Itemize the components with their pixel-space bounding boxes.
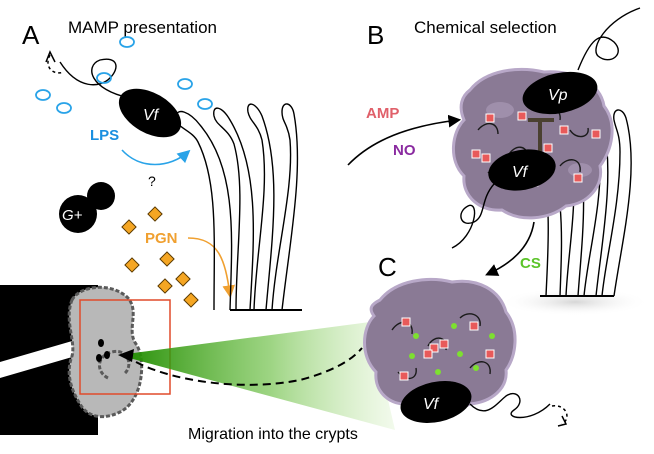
lps-arrow (121, 149, 191, 166)
cs-arrow (485, 221, 535, 276)
panel-a-letter: A (22, 20, 40, 50)
panel-b-title: Chemical selection (414, 18, 557, 37)
crypt-entry-marker (118, 349, 134, 362)
vp-label: Vp (548, 87, 568, 104)
migration-path (135, 347, 363, 386)
migration-beam (118, 322, 395, 430)
panel-c-letter: C (378, 252, 397, 282)
chevron-inhibit-icon (528, 118, 554, 152)
flagellum-vp (577, 7, 641, 71)
panel-a-title: MAMP presentation (68, 18, 217, 37)
question-mark: ? (148, 173, 156, 189)
flagellum-vf-b (451, 183, 495, 249)
amp-label: AMP (366, 105, 399, 122)
cs-particles-c (409, 323, 495, 389)
gplus-label: G+ (62, 207, 83, 224)
flagellum-icon (59, 58, 131, 99)
pgn-diamonds (121, 206, 199, 308)
lps-rings (35, 36, 213, 114)
vf-cell-a (118, 88, 182, 138)
pgn-label: PGN (145, 230, 178, 247)
organ-inner-fold (98, 349, 131, 380)
gram-positive-cell-a (87, 182, 115, 210)
vf-label-b: Vf (512, 164, 529, 181)
rotation-arrow-icon (551, 405, 568, 427)
lps-label: LPS (90, 127, 119, 144)
vf-label-c: Vf (423, 396, 440, 413)
cs-label: CS (520, 255, 541, 272)
vf-label-a: Vf (143, 107, 160, 124)
gram-positive-cell-b (59, 195, 97, 233)
amp-no-arrow (347, 114, 462, 166)
no-label: NO (393, 142, 416, 159)
pgn-arrow (187, 237, 236, 299)
rotation-arrow-icon (45, 50, 65, 74)
flagellum-vf-c (469, 392, 551, 419)
migration-caption: Migration into the crypts (188, 426, 358, 443)
vf-cell-c (400, 381, 472, 423)
vp-cell (522, 71, 598, 115)
crypt-zoom-box (79, 299, 171, 395)
crypt-pores (96, 339, 110, 362)
amp-particles-c (399, 317, 495, 381)
shadow-b (500, 288, 650, 316)
cilia-a (175, 103, 299, 311)
panel-b-letter: B (367, 20, 384, 50)
vf-cell-b (488, 149, 556, 191)
